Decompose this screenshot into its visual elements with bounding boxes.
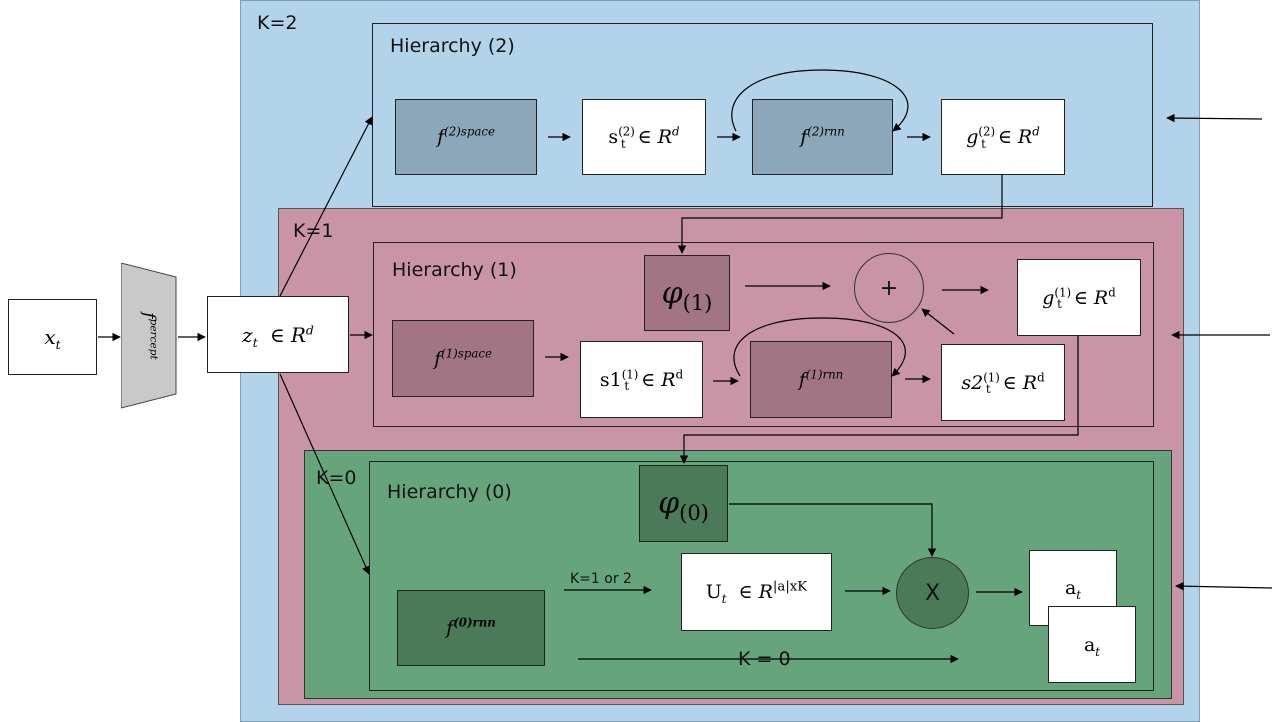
s2-box: s(2)t ∈Rd: [582, 99, 706, 175]
plus-node: +: [854, 253, 924, 323]
edge-label-k-or: K=1 or 2: [570, 571, 632, 587]
f2-space-box: f(2)space: [395, 99, 537, 175]
phi0-box: φ(0): [639, 465, 728, 542]
f2-rnn-box: f(2)rnn: [752, 99, 893, 175]
edge-label-k-zero: K = 0: [738, 648, 791, 670]
u-box: Ut ∈R|a|xK: [681, 553, 832, 631]
s2-1-box: s2(1)t ∈Rd: [941, 344, 1065, 421]
s1-box: s1(1)t ∈Rd: [580, 341, 703, 418]
percept-label: fpercept: [139, 312, 160, 360]
g2-box: g(2)t ∈Rd: [941, 99, 1065, 175]
hierarchy-1-title: Hierarchy (1): [392, 259, 517, 281]
hierarchy-2-title: Hierarchy (2): [390, 35, 515, 57]
z-box: zt ∈Rd: [207, 296, 349, 373]
phi1-box: φ(1): [644, 255, 730, 331]
label-k1: K=1: [293, 220, 334, 242]
f1-space-box: f(1)space: [392, 320, 534, 397]
hierarchy-0-title: Hierarchy (0): [387, 481, 512, 503]
input-x-box: xt: [8, 299, 97, 375]
percept-encoder: [121, 263, 177, 409]
f1-rnn-box: f(1)rnn: [750, 341, 892, 418]
f0-rnn-box: f(0)rnn: [397, 590, 545, 666]
action-box-2: at: [1048, 606, 1136, 683]
label-k0: K=0: [316, 467, 357, 489]
g1-box: g(1)t ∈Rd: [1017, 259, 1141, 336]
times-node: X: [896, 557, 969, 629]
label-k2: K=2: [257, 12, 298, 34]
